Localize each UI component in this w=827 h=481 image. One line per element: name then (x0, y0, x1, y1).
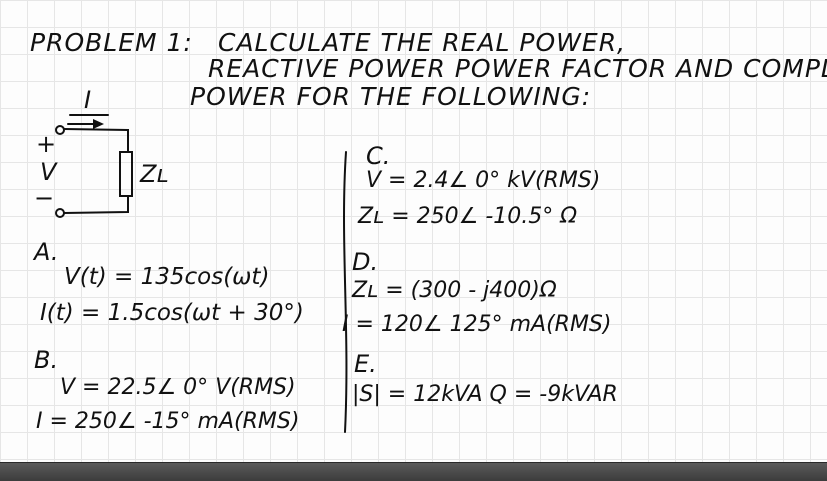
bottom-wire (63, 195, 129, 214)
top-wire (63, 128, 129, 153)
part-d-label: D. (352, 248, 379, 276)
part-b-label: B. (34, 346, 59, 374)
minus-sign: − (34, 184, 55, 212)
part-c-line-1: V = 2.4∠ 0° kV(RMS) (366, 168, 601, 193)
part-b-line-1: V = 22.5∠ 0° V(RMS) (60, 375, 296, 400)
part-c-label: C. (366, 142, 391, 170)
part-d-line-2: I = 120∠ 125° mA(RMS) (342, 312, 612, 337)
problem-line-3: POWER FOR THE FOLLOWING: (190, 82, 592, 111)
part-d-line-1: Zʟ = (300 - j400)Ω (352, 278, 557, 303)
problem-line-2: REACTIVE POWER POWER FACTOR AND COMPLEX (208, 54, 827, 83)
column-divider (343, 151, 348, 433)
part-b-line-2: I = 250∠ -15° mA(RMS) (36, 409, 300, 434)
current-label: I (84, 86, 92, 114)
load-label: Zʟ (140, 160, 169, 188)
current-arrowhead (93, 119, 104, 129)
circuit-diagram (55, 114, 348, 433)
bottom-toolbar (0, 462, 827, 481)
part-a-line-2: I(t) = 1.5cos(ωt + 30°) (40, 300, 304, 326)
part-e-line-1: |S| = 12kVA Q = -9kVAR (352, 382, 618, 407)
plus-sign: + (36, 130, 57, 158)
problem-heading: PROBLEM 1: (30, 28, 193, 57)
part-e-label: E. (354, 350, 377, 378)
problem-line-1: CALCULATE THE REAL POWER, (218, 28, 627, 57)
part-c-line-2: Zʟ = 250∠ -10.5° Ω (358, 204, 578, 229)
load-resistor (119, 151, 133, 197)
part-a-line-1: V(t) = 135cos(ωt) (64, 264, 270, 290)
bottom-terminal (55, 208, 65, 218)
voltage-label: V (40, 158, 57, 186)
whiteboard-page: PROBLEM 1: CALCULATE THE REAL POWER, REA… (0, 0, 827, 462)
part-a-label: A. (34, 238, 59, 266)
top-terminal (55, 125, 65, 135)
